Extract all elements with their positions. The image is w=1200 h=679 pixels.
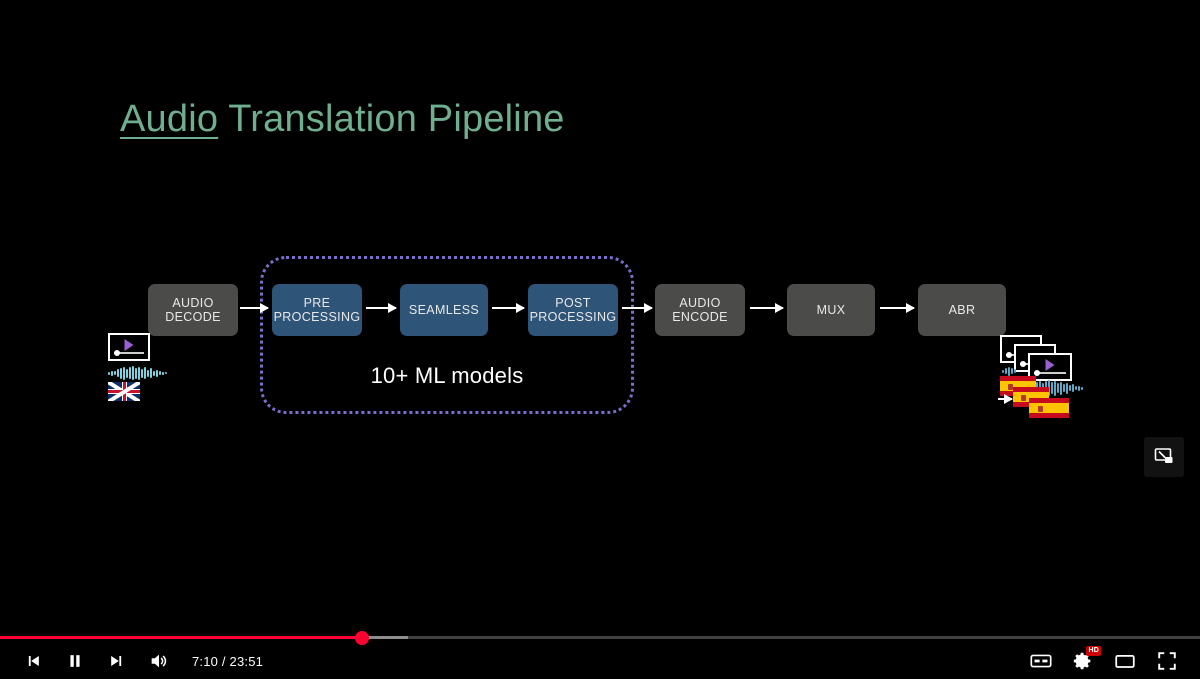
node-post-processing-line-2: PROCESSING bbox=[529, 310, 617, 324]
output-media-cluster bbox=[998, 335, 1105, 418]
page-title: Audio Translation Pipeline bbox=[120, 98, 565, 141]
slide-content: Audio Translation Pipeline 10+ ML models… bbox=[0, 0, 1200, 620]
node-mux: MUX bbox=[787, 284, 875, 336]
settings-button[interactable]: HD bbox=[1062, 646, 1104, 676]
previous-button[interactable] bbox=[12, 646, 54, 676]
source-media-cluster bbox=[108, 333, 188, 401]
arrow-seamless-to-post bbox=[492, 303, 525, 313]
node-pre-processing: PRE PROCESSING bbox=[272, 284, 362, 336]
node-pre-processing-line-1: PRE bbox=[303, 295, 331, 310]
volume-button[interactable] bbox=[138, 646, 180, 676]
node-audio-decode-line-2: DECODE bbox=[165, 310, 221, 324]
player-controls[interactable]: 7:10 / 23:51 HD bbox=[0, 620, 1200, 679]
ml-models-group: 10+ ML models bbox=[260, 256, 634, 414]
node-pre-processing-line-2: PROCESSING bbox=[273, 310, 361, 324]
node-audio-decode: AUDIO DECODE bbox=[148, 284, 238, 336]
time-display: 7:10 / 23:51 bbox=[192, 653, 264, 669]
node-post-processing-line-1: POST bbox=[555, 295, 591, 310]
thumbnail-seekbar bbox=[114, 350, 144, 356]
expand-pip-icon[interactable] bbox=[1144, 437, 1184, 477]
arrow-encode-to-mux bbox=[750, 303, 784, 313]
source-video-thumbnail-icon bbox=[108, 333, 150, 361]
node-abr-line-1: ABR bbox=[948, 302, 976, 317]
output-waveform-icon-1 bbox=[1002, 365, 1042, 377]
hd-badge: HD bbox=[1086, 646, 1101, 656]
controls-left-group: 7:10 / 23:51 bbox=[12, 646, 263, 676]
arrow-mux-to-abr bbox=[880, 303, 915, 313]
arrow-post-to-encode bbox=[622, 303, 653, 313]
node-abr: ABR bbox=[918, 284, 1006, 336]
arrow-pre-to-seamless bbox=[366, 303, 397, 313]
node-seamless-line-1: SEAMLESS bbox=[408, 302, 480, 317]
output-arrow-icon bbox=[998, 394, 1013, 404]
title-underlined-part: Audio bbox=[120, 98, 219, 140]
play-triangle-icon bbox=[124, 339, 134, 352]
spain-flag-icon-3 bbox=[1029, 398, 1069, 418]
node-audio-encode: AUDIO ENCODE bbox=[655, 284, 745, 336]
source-waveform-icon bbox=[108, 366, 168, 380]
uk-flag-icon bbox=[108, 382, 140, 401]
node-seamless: SEAMLESS bbox=[400, 284, 488, 336]
progress-track[interactable] bbox=[0, 636, 1200, 639]
controls-right-group: HD bbox=[1020, 646, 1188, 676]
progress-played bbox=[0, 636, 363, 639]
progress-bar[interactable] bbox=[0, 630, 1200, 645]
node-audio-encode-line-1: AUDIO bbox=[679, 295, 721, 310]
miniplayer-button[interactable] bbox=[1104, 646, 1146, 676]
ml-models-group-label: 10+ ML models bbox=[370, 363, 524, 388]
title-rest-part: Translation Pipeline bbox=[218, 98, 565, 140]
node-post-processing: POST PROCESSING bbox=[528, 284, 618, 336]
node-mux-line-1: MUX bbox=[816, 302, 846, 317]
node-audio-decode-line-1: AUDIO bbox=[172, 295, 214, 310]
arrow-decode-to-pre bbox=[240, 303, 269, 313]
captions-button[interactable] bbox=[1020, 646, 1062, 676]
node-audio-encode-line-2: ENCODE bbox=[672, 310, 728, 324]
pause-button[interactable] bbox=[54, 646, 96, 676]
next-button[interactable] bbox=[96, 646, 138, 676]
pipeline-diagram: 10+ ML models AUDIO DECODE PRE PROCESSIN… bbox=[0, 0, 1200, 620]
progress-scrubber[interactable] bbox=[355, 630, 370, 645]
play-triangle-icon bbox=[1045, 359, 1055, 372]
thumbnail-seekbar bbox=[1034, 370, 1066, 376]
fullscreen-button[interactable] bbox=[1146, 646, 1188, 676]
